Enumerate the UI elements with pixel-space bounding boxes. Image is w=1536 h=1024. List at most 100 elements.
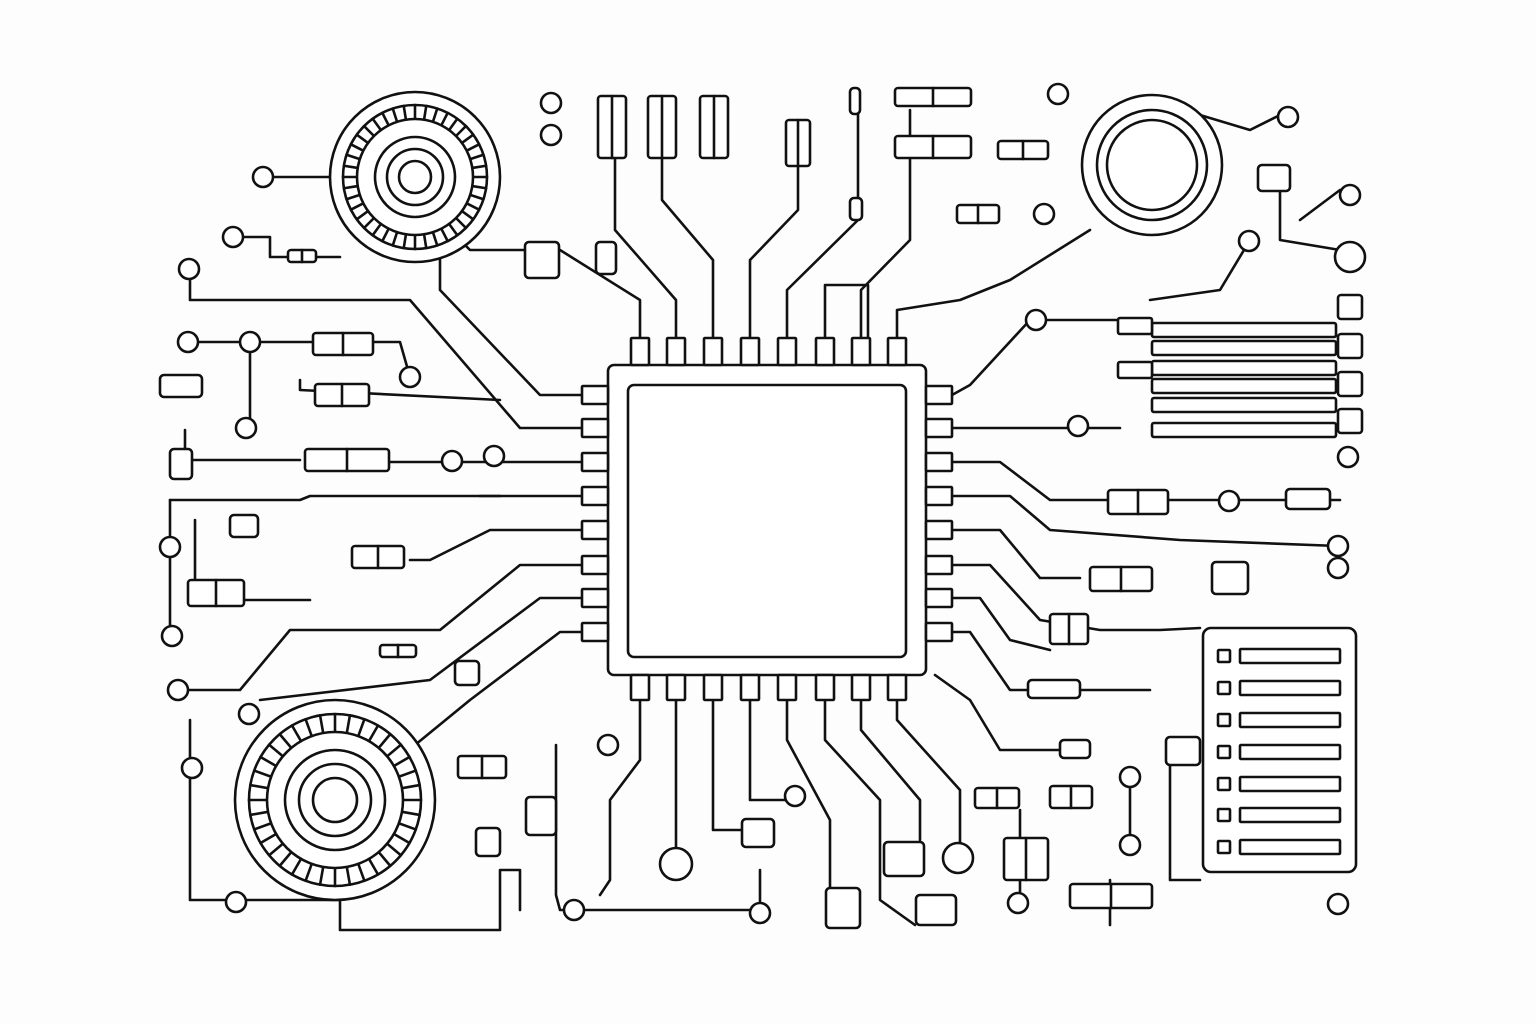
component: [158, 373, 204, 399]
terminal: [1336, 407, 1364, 435]
solder-pad: [180, 756, 204, 780]
gear-tooth: [465, 143, 481, 152]
chip-pin-left: [580, 587, 610, 609]
trace: [1198, 113, 1282, 132]
connector-slot: [1238, 806, 1342, 824]
trace: [613, 128, 678, 340]
trace: [1298, 188, 1342, 222]
bus-bar: [1150, 359, 1338, 377]
trace: [183, 428, 302, 462]
gear-tooth: [381, 111, 390, 127]
solder-pad: [539, 123, 563, 147]
solder-pad: [1217, 489, 1241, 513]
connector-pin: [1216, 744, 1232, 760]
component: [824, 886, 862, 930]
solder-pad: [1118, 765, 1142, 789]
chip-pin-left: [580, 621, 610, 643]
chip-pin-top: [850, 336, 872, 367]
bus-bar: [1150, 396, 1338, 414]
bus-cap: [1116, 360, 1154, 380]
gear-tooth: [362, 216, 376, 230]
gear-teeth: [341, 103, 489, 251]
trace: [230, 235, 342, 259]
trace: [748, 698, 792, 802]
gear-tooth: [454, 124, 468, 138]
gear-tooth: [345, 193, 362, 201]
bus-cap: [1116, 316, 1154, 336]
gear-hub: [397, 159, 433, 195]
trace: [950, 460, 1342, 502]
gear-tooth: [355, 133, 370, 145]
trace: [554, 743, 762, 912]
gear-tooth: [447, 117, 459, 132]
terminal: [1336, 370, 1364, 398]
solder-pad: [1006, 891, 1030, 915]
gear-tooth: [345, 153, 362, 161]
gear-tooth: [454, 216, 468, 230]
gear-tooth: [402, 104, 408, 122]
chip-pin-top: [665, 336, 687, 367]
trace: [413, 630, 584, 747]
connector-slot: [1238, 775, 1342, 793]
chip-pin-right: [924, 417, 954, 439]
gear-tooth: [355, 209, 370, 221]
trace: [258, 596, 584, 702]
trace: [950, 494, 1340, 548]
trace: [859, 698, 922, 842]
gear-tooth: [362, 124, 376, 138]
chip-pin-left: [580, 384, 610, 406]
gear-tooth: [470, 184, 488, 190]
solder-pad: [1046, 82, 1070, 106]
component: [594, 240, 618, 276]
traces: [168, 98, 1342, 932]
solder-pad: [783, 784, 807, 808]
gear-tooth: [440, 111, 449, 127]
gear-tooth: [447, 222, 459, 237]
solder-pad: [596, 733, 620, 757]
trace: [598, 698, 642, 897]
chip-pin-bottom: [814, 673, 836, 702]
solder-pad: [1336, 445, 1360, 469]
chip-pin-left: [580, 417, 610, 439]
trace: [188, 718, 522, 932]
component: [914, 893, 958, 927]
chip-pin-bottom: [886, 673, 908, 702]
solder-pad: [1276, 105, 1300, 129]
chip-pin-bottom: [665, 673, 687, 702]
trace: [748, 148, 800, 340]
gear-tooth: [381, 227, 390, 243]
solder-pad: [160, 624, 184, 648]
gear-tooth: [402, 232, 408, 250]
bus-bar: [1150, 421, 1338, 439]
solder-pad: [440, 449, 464, 473]
chip-pin-left: [580, 519, 610, 541]
gear-tooth: [349, 143, 365, 152]
component: [1164, 735, 1202, 767]
component: [1284, 487, 1332, 511]
solder-pad: [1326, 556, 1350, 580]
bus-bar: [1150, 321, 1338, 339]
chip-pin-right: [924, 485, 954, 507]
solder-pad: [221, 225, 245, 249]
chip-pin-bottom: [702, 673, 724, 702]
chip-pin-top: [739, 336, 761, 367]
component: [848, 86, 862, 116]
chip-pin-right: [924, 621, 954, 643]
gear-tooth: [371, 222, 383, 237]
trace: [408, 528, 584, 562]
connector-slot: [1238, 743, 1342, 761]
connector-pin: [1216, 680, 1232, 696]
solder-pad: [237, 702, 261, 726]
gear-tooth: [431, 107, 439, 124]
connector-slot: [1238, 647, 1342, 665]
trace: [950, 318, 1122, 397]
component: [882, 840, 926, 878]
component: [523, 240, 561, 280]
trace: [895, 228, 1092, 340]
connector-pin: [1216, 776, 1232, 792]
solder-pad: [539, 91, 563, 115]
terminal: [1336, 293, 1364, 321]
trace: [188, 268, 584, 430]
trace: [823, 283, 870, 342]
gear-hub: [311, 776, 359, 824]
